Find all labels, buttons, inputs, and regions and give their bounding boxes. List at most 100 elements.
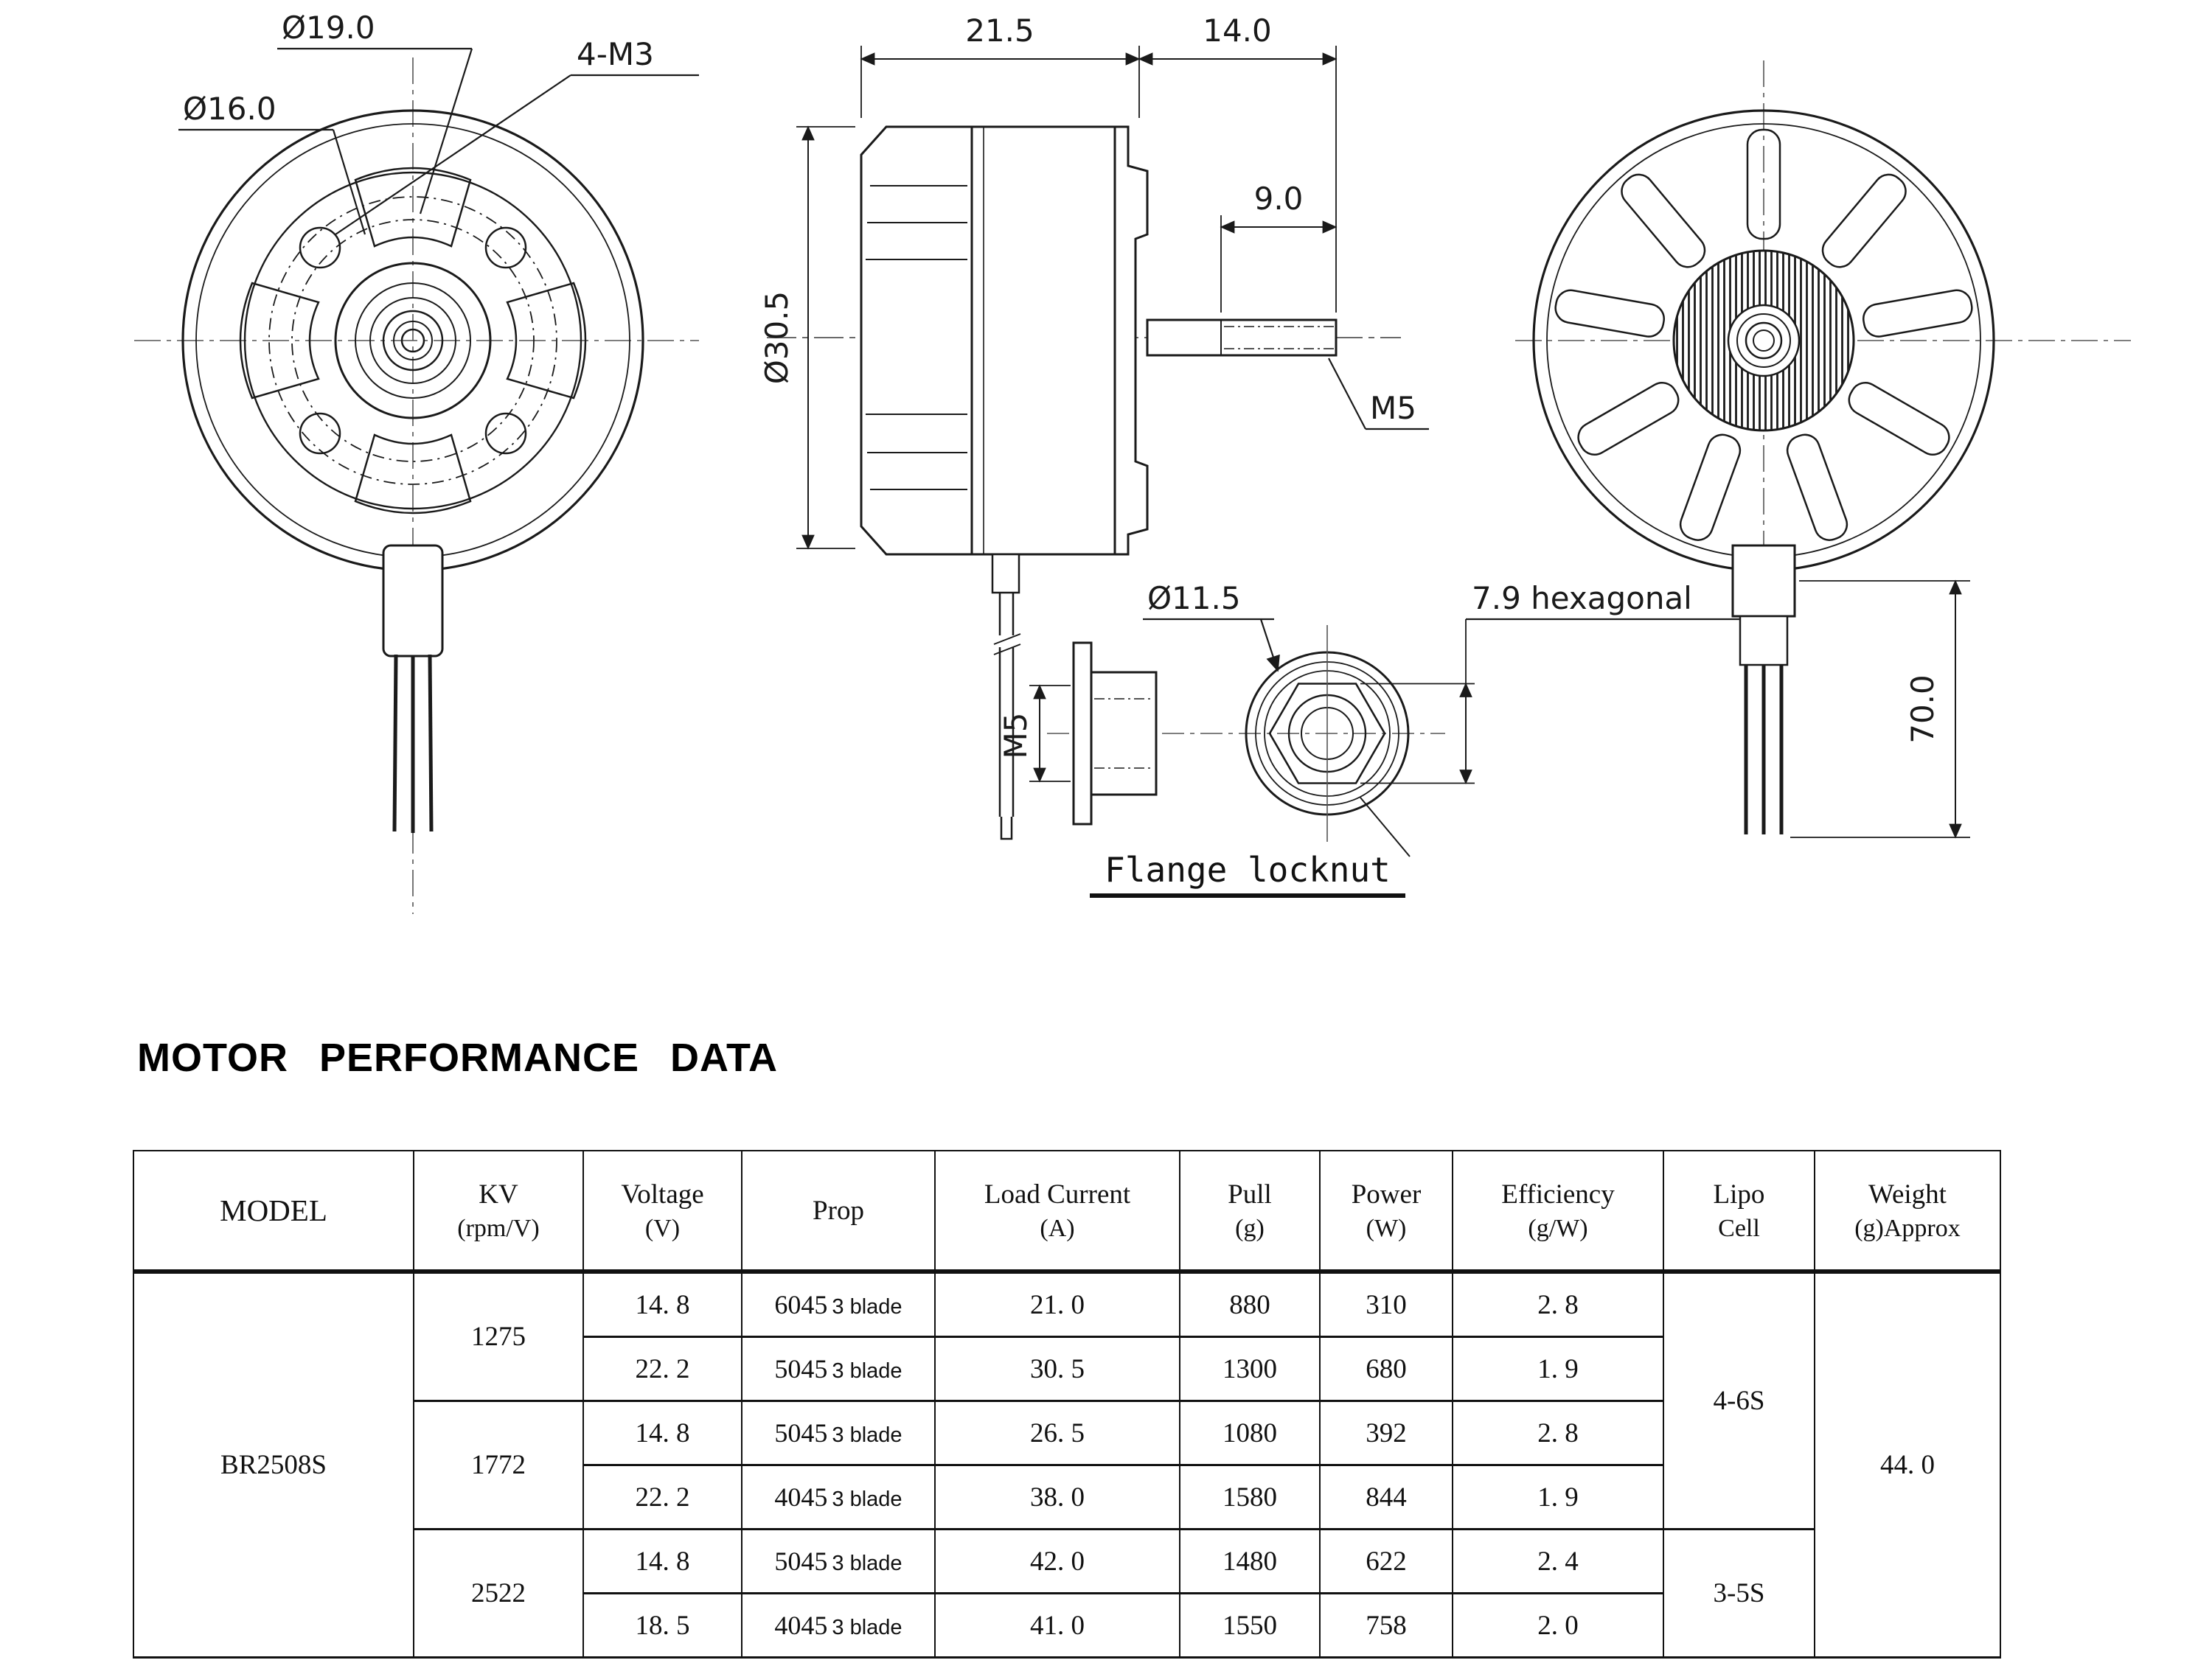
- header-pull-line2: (g): [1235, 1214, 1265, 1242]
- dim-70-0: [1790, 579, 1970, 839]
- efficiency-cell: 2. 8: [1452, 1270, 1664, 1338]
- dim-21-5: [860, 46, 1141, 118]
- header-load-line1: Load Current: [984, 1179, 1131, 1210]
- efficiency-cell: 2. 0: [1452, 1592, 1664, 1659]
- header-efficiency: Efficiency (g/W): [1452, 1150, 1664, 1274]
- header-kv-line1: KV: [479, 1179, 518, 1210]
- locknut-dia-leader: [1143, 618, 1280, 672]
- header-prop: Prop: [741, 1150, 936, 1274]
- locknut-title-underline: [1090, 893, 1405, 898]
- back-hub-center: [1753, 329, 1775, 352]
- dim-label-locknut-thread: M5: [998, 713, 1034, 759]
- table-header-row: MODEL KV (rpm/V) Voltage (V) Prop Load Cur…: [133, 1150, 2001, 1274]
- power-cell: 310: [1319, 1270, 1453, 1338]
- pull-cell: 1080: [1179, 1400, 1321, 1466]
- efficiency-cell: 2. 8: [1452, 1400, 1664, 1466]
- dim-label-mount-holes: 4-M3: [577, 36, 654, 72]
- power-cell: 680: [1319, 1336, 1453, 1402]
- side-wire-collar: [991, 553, 1020, 594]
- locknut-front-view: [1245, 625, 1411, 857]
- front-hub: [334, 262, 492, 419]
- dim-30-5: [796, 125, 855, 550]
- prop-size: 4045: [774, 1482, 828, 1512]
- header-power-line2: (W): [1366, 1214, 1407, 1242]
- dim-label-wire-length: 70.0: [1905, 674, 1941, 744]
- kv-cell-2522: 2522: [413, 1528, 584, 1659]
- back-wire-collar: [1739, 615, 1789, 666]
- header-voltage-line1: Voltage: [621, 1179, 704, 1210]
- dim-label-flange-dia: Ø11.5: [1147, 580, 1241, 616]
- dim-14-0: [1138, 46, 1338, 313]
- dim-label-body-length: 21.5: [965, 13, 1034, 49]
- lipo-cell-35s: 3-5S: [1663, 1528, 1815, 1659]
- back-motor-wires: [1744, 665, 1784, 834]
- side-bell-fins: [866, 185, 967, 490]
- prop-size: 4045: [774, 1610, 828, 1640]
- header-load-current: Load Current(A): [934, 1150, 1180, 1274]
- power-cell: 844: [1319, 1464, 1453, 1530]
- header-eff-line2: (g/W): [1528, 1214, 1588, 1242]
- dim-label-body-dia: Ø30.5: [759, 291, 795, 385]
- voltage-cell: 14. 8: [582, 1270, 742, 1338]
- header-pull: Pull (g): [1179, 1150, 1321, 1274]
- load-current-cell: 30. 5: [934, 1336, 1180, 1402]
- power-cell: 622: [1319, 1528, 1453, 1594]
- locknut-body-side: [1090, 671, 1158, 796]
- header-model: MODEL: [133, 1150, 414, 1274]
- weight-cell: 44. 0: [1814, 1270, 2001, 1659]
- dim-label-bolt-circle-dia: Ø19.0: [282, 10, 375, 46]
- locknut-flange-side: [1072, 641, 1093, 826]
- prop-size: 5045: [774, 1417, 828, 1448]
- table-title: MOTOR PERFORMANCE DATA: [137, 1036, 778, 1080]
- back-view-drawing: [1515, 60, 2131, 839]
- header-power: Power(W): [1319, 1150, 1453, 1274]
- header-voltage: Voltage (V): [582, 1150, 742, 1274]
- bolt-circle-16: [291, 219, 535, 462]
- back-cooling-slots: [1554, 128, 1973, 541]
- kv-cell-1772: 1772: [413, 1400, 584, 1530]
- load-current-cell: 21. 0: [934, 1270, 1180, 1338]
- m3-mount-holes: [299, 226, 527, 455]
- front-spoke-windows: [239, 167, 587, 515]
- front-inner-ring: [243, 171, 582, 510]
- header-prop-label: Prop: [813, 1195, 864, 1226]
- back-hub-outer: [1727, 304, 1801, 377]
- locknut-title: Flange locknut: [1105, 850, 1391, 890]
- power-cell: 758: [1319, 1592, 1453, 1659]
- pull-cell: 1480: [1179, 1528, 1321, 1594]
- lipo-cell-46s: 4-6S: [1663, 1270, 1815, 1530]
- dim-label-shaft-ext: 14.0: [1203, 13, 1272, 49]
- header-kv-line2: (rpm/V): [457, 1214, 540, 1242]
- locknut-detail-drawing: [1029, 618, 1740, 898]
- efficiency-cell: 1. 9: [1452, 1464, 1664, 1530]
- load-current-cell: 26. 5: [934, 1400, 1180, 1466]
- kv-cell-1275: 1275: [413, 1270, 584, 1402]
- bolt-circle-19: [268, 196, 557, 485]
- load-current-cell: 42. 0: [934, 1528, 1180, 1594]
- header-model-label: MODEL: [220, 1193, 327, 1227]
- side-view-drawing: [767, 46, 1429, 840]
- header-eff-line1: Efficiency: [1501, 1179, 1615, 1210]
- header-kv: KV (rpm/V): [413, 1150, 584, 1274]
- performance-table: MODEL KV (rpm/V) Voltage (V) Prop Load Cur…: [133, 1150, 2001, 1659]
- front-view-drawing: [134, 47, 699, 914]
- voltage-cell: 22. 2: [582, 1336, 742, 1402]
- header-weight-line2: (g)Approx: [1854, 1214, 1961, 1242]
- prop-size: 6045: [774, 1289, 828, 1319]
- load-current-cell: 38. 0: [934, 1464, 1180, 1530]
- pull-cell: 880: [1179, 1270, 1321, 1338]
- header-voltage-line2: (V): [644, 1214, 681, 1242]
- header-lipo-line2: Cell: [1718, 1214, 1760, 1242]
- header-pull-line1: Pull: [1228, 1179, 1272, 1210]
- dim-label-inner-circle-dia: Ø16.0: [183, 91, 276, 127]
- back-hub-mid: [1736, 313, 1791, 368]
- prop-size: 5045: [774, 1546, 828, 1576]
- dim-label-shaft-thread: M5: [1370, 390, 1416, 426]
